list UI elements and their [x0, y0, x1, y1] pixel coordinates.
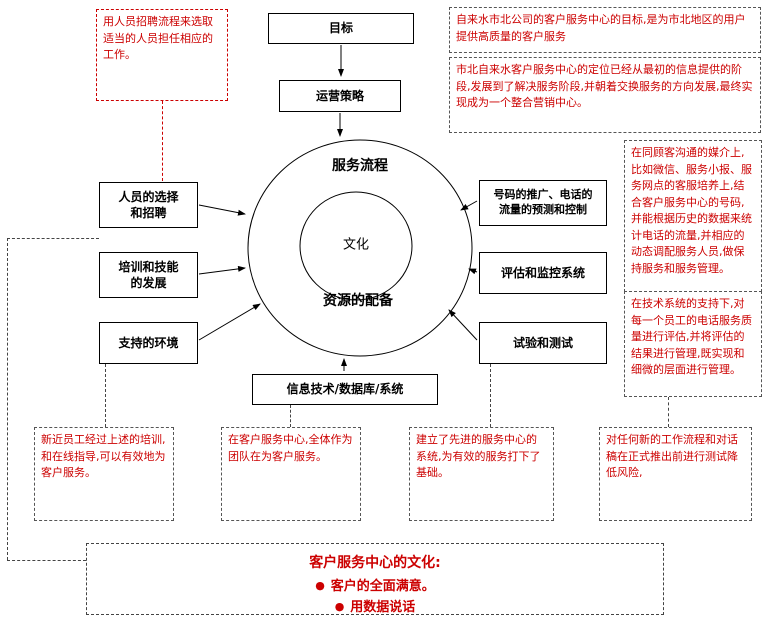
- node-monitoring: 评估和监控系统: [479, 252, 607, 294]
- inner-circle: [299, 191, 413, 301]
- culture-bullet-1: ● 客户的全面满意。: [91, 575, 659, 594]
- annotation-top-left: 用人员招聘流程来选取适当的人员担任相应的工作。: [96, 9, 228, 101]
- circle-label-culture: 文化: [342, 237, 370, 253]
- circle-label-resources: 资源的配备: [323, 293, 393, 309]
- annotation-bottom-system: 建立了先进的服务中心的系统,为有效的服务打下了基础。: [409, 427, 554, 521]
- node-training: 培训和技能 的发展: [99, 252, 198, 298]
- connector-topleft-to-recruit: [162, 101, 163, 181]
- connector-it-to-bottom2: [290, 405, 291, 427]
- arrow-promo-circle: [460, 200, 478, 211]
- outer-circle: [247, 139, 473, 357]
- node-strategy: 运营策略: [279, 80, 401, 112]
- node-goal: 目标: [268, 13, 414, 44]
- arrow-training-circle: [198, 265, 246, 275]
- culture-bullet-2-text: 用数据说话: [350, 600, 416, 615]
- node-environment: 支持的环境: [99, 322, 198, 364]
- node-recruitment: 人员的选择 和招聘: [99, 182, 198, 228]
- connector-test-to-bottom3: [490, 364, 491, 427]
- connector-left-horizontal-bottom: [7, 560, 86, 561]
- bullet-icon: ●: [315, 579, 325, 592]
- culture-summary-box: 客户服务中心的文化: ● 客户的全面满意。 ● 用数据说话: [86, 543, 664, 615]
- annotation-bottom-teamwork: 在客户服务中心,全体作为团队在为客户服务。: [221, 427, 361, 521]
- connector-left-horizontal-top: [7, 238, 99, 239]
- culture-title: 客户服务中心的文化:: [309, 555, 441, 571]
- connector-quality-to-bottom4: [668, 397, 669, 427]
- annotation-bottom-new-staff: 新近员工经过上述的培训,和在线指导,可以有效地为客户服务。: [34, 427, 174, 521]
- circle-label-service-flow: 服务流程: [332, 158, 388, 174]
- arrow-monitor-circle: [468, 268, 478, 275]
- culture-bullet-1-text: 客户的全面满意。: [330, 579, 435, 594]
- annotation-top-right-positioning: 市北自来水客户服务中心的定位已经从最初的信息提供的阶段,发展到了解决服务阶段,并…: [449, 57, 761, 133]
- bullet-icon: ●: [334, 600, 345, 613]
- annotation-right-quality: 在技术系统的支持下,对每一个员工的电话服务质量进行评估,并将评估的结果进行管理,…: [624, 291, 762, 397]
- arrow-test-circle: [448, 309, 478, 341]
- node-testing: 试验和测试: [479, 322, 607, 364]
- node-it-system: 信息技术/数据库/系统: [252, 374, 438, 405]
- connector-left-vertical: [7, 238, 8, 560]
- arrow-environment-circle: [198, 303, 261, 341]
- arrow-recruit-circle: [198, 204, 246, 216]
- annotation-right-media: 在同顾客沟通的媒介上,比如微信、服务小报、服务网点的客服培养上,结合客户服务中心…: [624, 140, 762, 292]
- node-promotion: 号码的推广、电话的 流量的预测和控制: [479, 180, 607, 226]
- annotation-top-right-goal: 自来水市北公司的客户服务中心的目标,是为市北地区的用户提供高质量的客户服务: [449, 7, 761, 53]
- connector-env-to-bottom1: [105, 364, 106, 427]
- culture-bullet-2: ● 用数据说话: [91, 596, 659, 615]
- annotation-bottom-test-risk: 对任何新的工作流程和对话稿在正式推出前进行测试降低风险,: [599, 427, 752, 521]
